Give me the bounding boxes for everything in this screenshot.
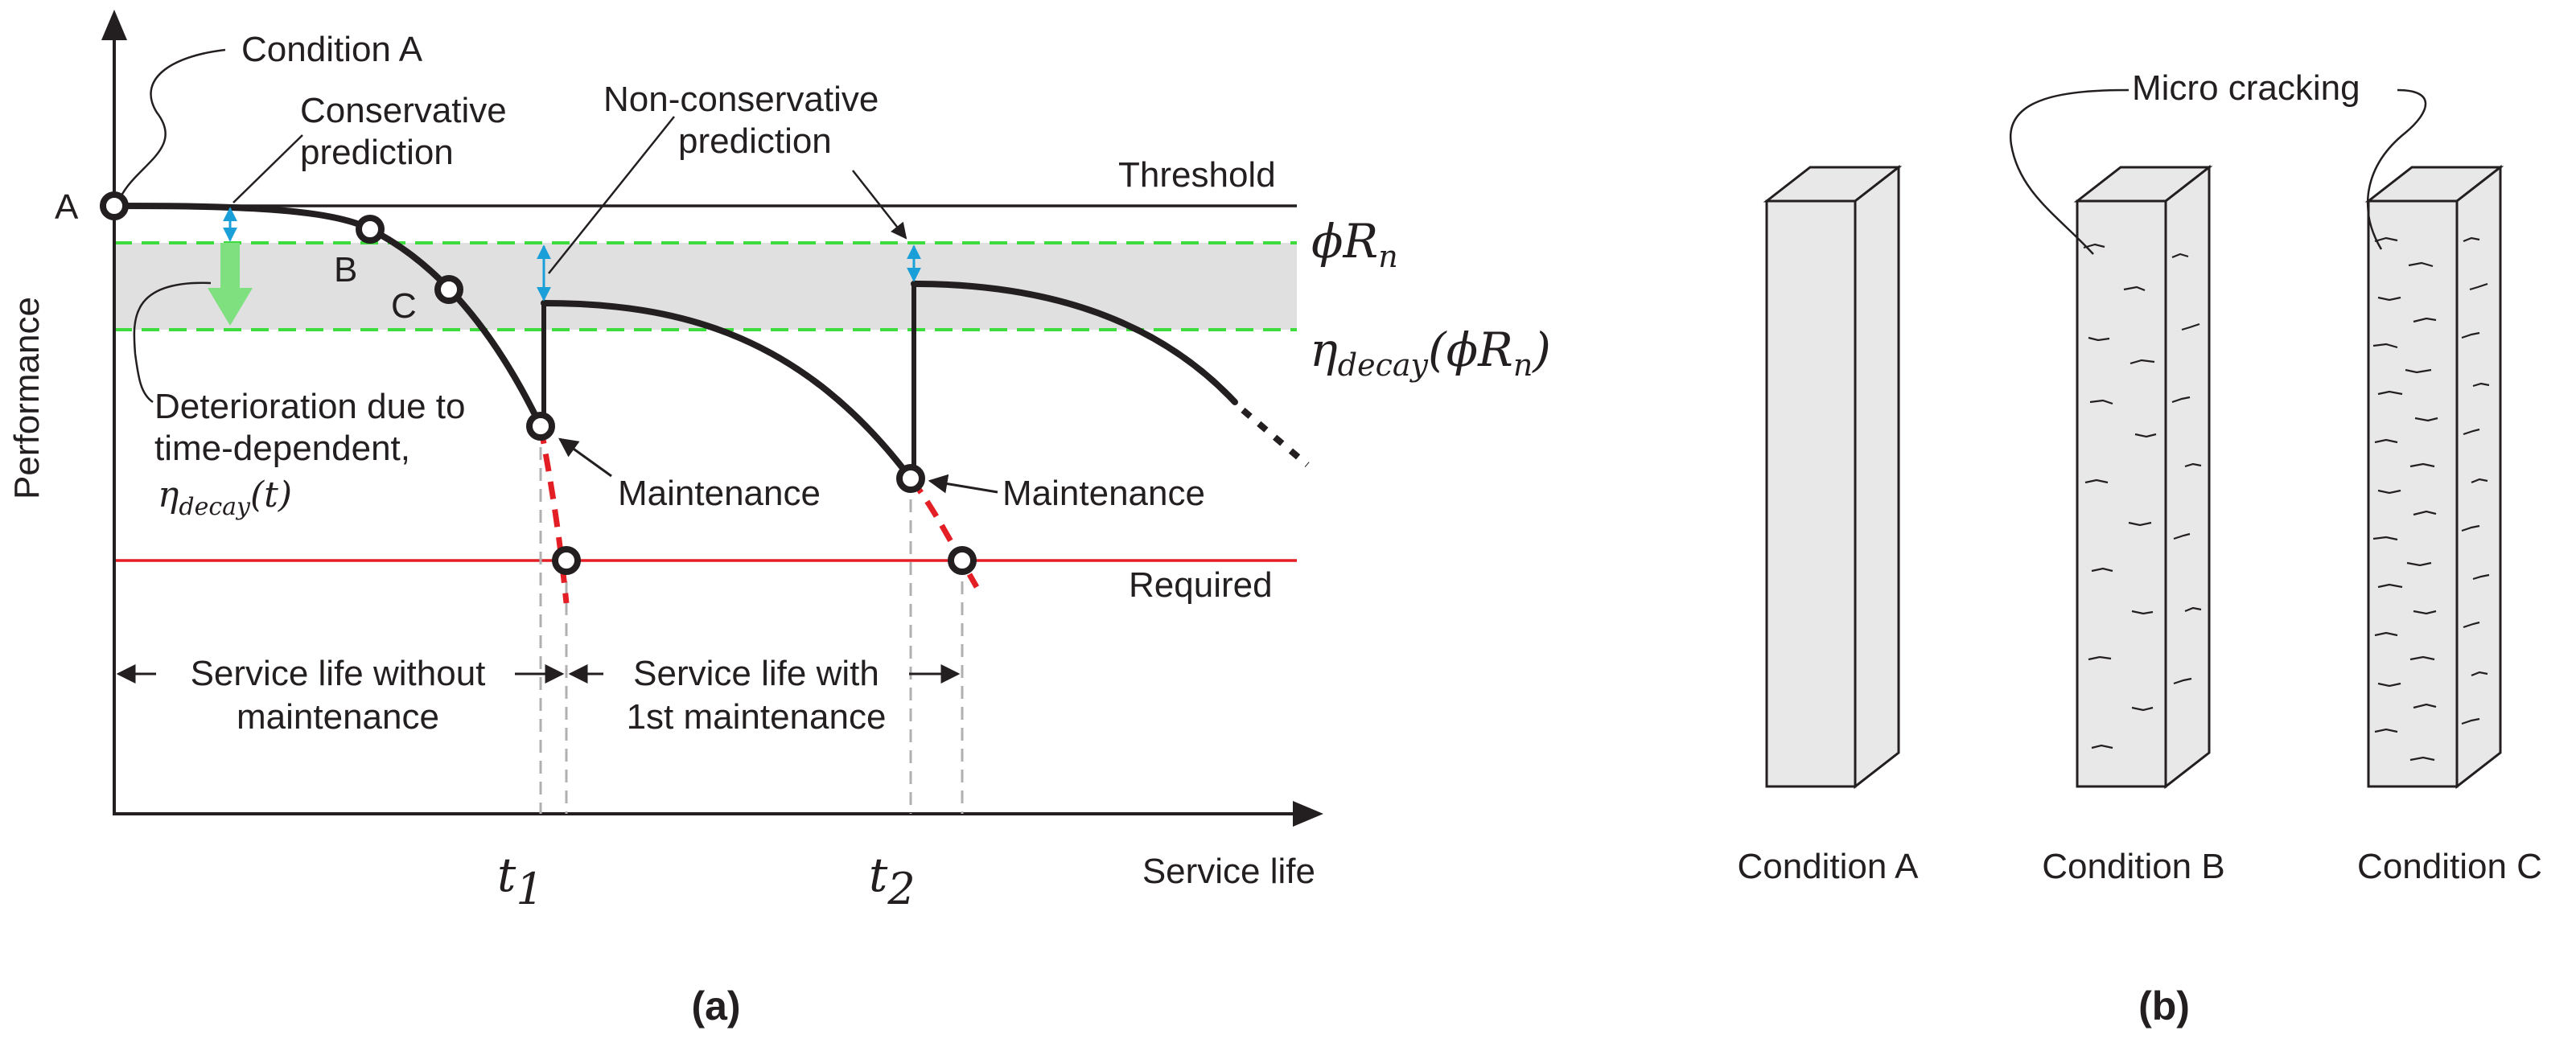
- deterioration-label-2: time-dependent,: [154, 429, 410, 468]
- marker-failure-1: [552, 546, 581, 575]
- x-axis-label: Service life: [1142, 852, 1315, 891]
- threshold-band: [114, 243, 1297, 330]
- marker-a: [100, 191, 129, 220]
- nonconservative-leader-1: [548, 116, 675, 274]
- panel-a-label: (a): [691, 983, 740, 1029]
- conservative-label-2: prediction: [300, 133, 454, 172]
- service-life-without-label-2: maintenance: [237, 697, 439, 737]
- column-condition-a: [1763, 164, 1903, 790]
- eta-decay-t-label: ηdecay(t): [158, 474, 292, 521]
- performance-curve-continuation: [1241, 407, 1310, 468]
- point-c-label: C: [391, 286, 417, 326]
- maintenance-leader-1: [558, 437, 612, 478]
- marker-maintenance-1: [526, 412, 555, 441]
- marker-failure-2: [948, 546, 977, 575]
- phi-rn-label: ϕRn: [1311, 214, 1398, 274]
- marker-c: [434, 275, 463, 304]
- column-b-cracks: [2083, 243, 2202, 749]
- nonconservative-label-2: prediction: [678, 121, 832, 161]
- deterioration-arrow-shaft: [220, 243, 240, 289]
- marker-b: [356, 215, 385, 244]
- deterioration-leader: [133, 281, 212, 404]
- required-label: Required: [1129, 565, 1273, 605]
- maintenance-leader-2: [928, 474, 998, 494]
- column-b-front: [2076, 199, 2167, 788]
- x-axis-arrowhead: [1293, 801, 1323, 827]
- y-axis-label: Performance: [7, 297, 47, 499]
- t2-label: t2: [869, 848, 916, 914]
- service-life-with-label-2: 1st maintenance: [627, 697, 887, 737]
- y-axis-arrowhead: [101, 10, 127, 40]
- conservative-leader: [232, 134, 303, 203]
- service-life-with-label-1: Service life with: [633, 654, 879, 693]
- column-b-side: [2164, 164, 2211, 790]
- condition-b-caption: Condition B: [2042, 847, 2224, 886]
- condition-c-caption: Condition C: [2357, 847, 2542, 886]
- condition-a-leader: [119, 48, 226, 198]
- column-a-side: [1854, 164, 1900, 790]
- deterioration-arrow-head: [208, 288, 253, 326]
- condition-a-caption: Condition A: [1737, 847, 1919, 886]
- panel-a-diagram: Performance Service life A B C Condition…: [7, 10, 1551, 1029]
- point-a-label: A: [55, 187, 79, 227]
- panel-b-diagram: Micro cracking Condition A Condition B C…: [1737, 68, 2541, 1029]
- eta-decay-phi-rn-label: ηdecay(ϕRn): [1310, 322, 1551, 383]
- point-b-label: B: [334, 250, 357, 289]
- nonconservative-leader-2: [852, 170, 907, 240]
- t1-label: t1: [497, 848, 544, 914]
- column-c-cracks: [2372, 236, 2490, 762]
- state-markers: [100, 191, 977, 575]
- service-life-without-label-1: Service life without: [191, 654, 486, 693]
- performance-curve-segment-2: [541, 300, 914, 482]
- column-a-front: [1765, 199, 1857, 788]
- threshold-label: Threshold: [1118, 155, 1276, 195]
- maintenance-label-1: Maintenance: [618, 474, 821, 513]
- conservative-label-1: Conservative: [300, 91, 507, 130]
- no-maintenance-curve-1: [537, 425, 570, 604]
- column-condition-b: [2073, 164, 2213, 790]
- maintenance-label-2: Maintenance: [1002, 474, 1205, 513]
- performance-curve-segment-3: [911, 281, 1238, 405]
- micro-cracking-leader-c: [2366, 88, 2427, 250]
- micro-cracking-label: Micro cracking: [2132, 68, 2360, 108]
- deterioration-label-1: Deterioration due to: [154, 387, 465, 426]
- panel-b-label: (b): [2138, 983, 2190, 1029]
- column-c-front: [2367, 199, 2459, 788]
- marker-maintenance-2: [896, 464, 925, 493]
- micro-cracking-leader-b: [2009, 88, 2130, 255]
- nonconservative-label-1: Non-conservative: [603, 80, 879, 119]
- column-c-side: [2455, 164, 2502, 790]
- column-condition-c: [2364, 164, 2504, 790]
- condition-a-callout: Condition A: [241, 30, 423, 69]
